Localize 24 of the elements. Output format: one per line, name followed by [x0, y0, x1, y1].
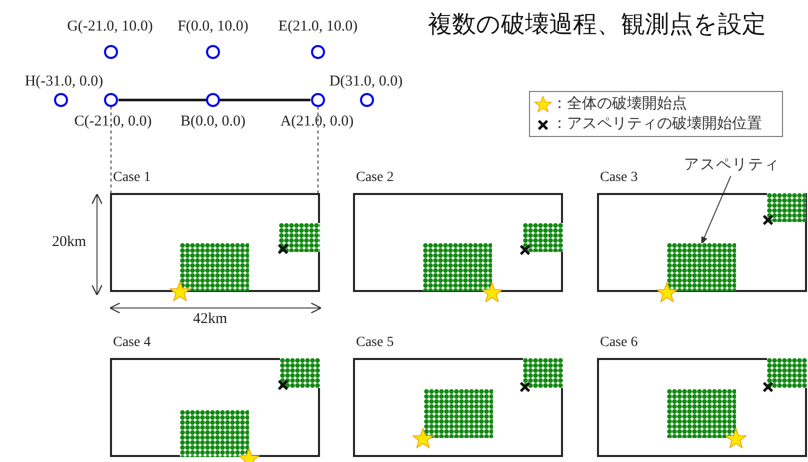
fault-line — [118, 98, 310, 102]
case-label: Case 6 — [600, 335, 638, 351]
legend-text: ：アスペリティの破壊開始位置 — [552, 114, 762, 133]
station-label: B(0.0, 0.0) — [180, 114, 246, 130]
case-label: Case 5 — [356, 335, 394, 351]
title: 複数の破壊過程、観測点を設定 — [428, 9, 766, 40]
asperity — [667, 243, 736, 291]
leader-line — [701, 176, 732, 245]
case-label: Case 2 — [356, 170, 394, 186]
station-label: C(-21.0, 0.0) — [74, 114, 152, 130]
station-label: H(-31.0, 0.0) — [24, 74, 104, 90]
guide-line — [110, 106, 112, 194]
dimension-label: 42km — [193, 311, 228, 328]
station-label: E(21.0, 10.0) — [278, 18, 358, 36]
callout-label: アスペリティ — [684, 155, 780, 174]
case-label: Case 3 — [600, 170, 638, 186]
station-label: F(0.0, 10.0) — [178, 18, 248, 36]
case-label: Case 4 — [113, 335, 151, 351]
station-label: G(-21.0, 10.0) — [67, 18, 153, 36]
station-label: D(31.0, 0.0) — [329, 74, 403, 90]
dimension-label: 20km — [52, 234, 86, 251]
station-label: A(21.0, 0.0) — [280, 114, 354, 130]
legend-text: ：全体の破壊開始点 — [552, 94, 687, 113]
case-label: Case 1 — [113, 170, 151, 186]
